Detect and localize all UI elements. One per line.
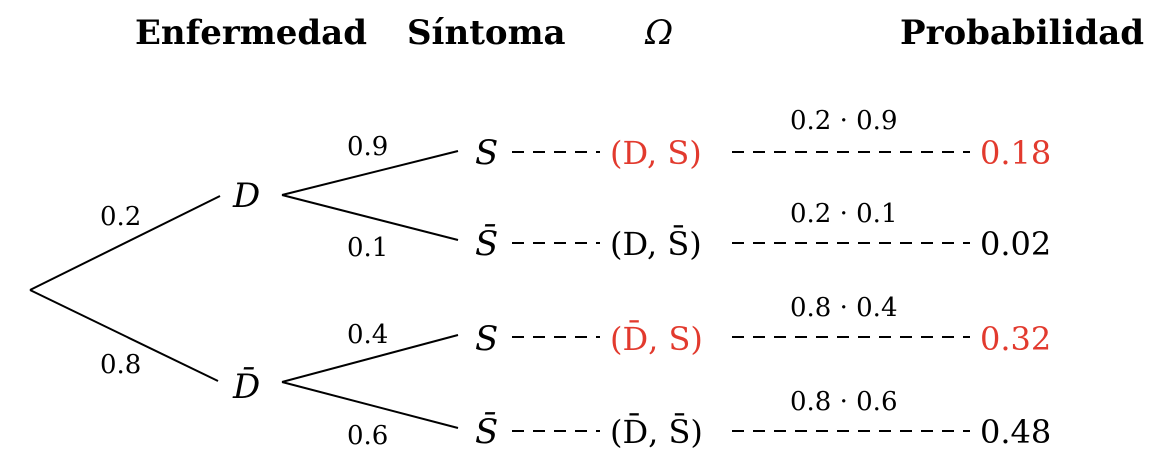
branch-prob-1: 0.9 — [347, 132, 388, 162]
branch-prob-d: 0.2 — [100, 202, 141, 232]
result-2: 0.02 — [980, 225, 1051, 263]
result-4: 0.48 — [980, 413, 1051, 451]
branch-root-to-dbar — [29, 289, 219, 382]
branch-prob-dbar: 0.8 — [100, 350, 141, 380]
branch-d-to-s — [281, 150, 459, 196]
header-probability: Probabilidad — [900, 13, 1144, 53]
header-omega: Ω — [644, 13, 673, 53]
product-3: 0.8 · 0.4 — [790, 293, 898, 323]
product-1: 0.2 · 0.9 — [790, 106, 898, 136]
product-2: 0.2 · 0.1 — [790, 199, 898, 229]
event-1: (D, S) — [610, 134, 702, 172]
header-symptom: Síntoma — [407, 13, 566, 53]
result-1: 0.18 — [980, 134, 1051, 172]
result-3: 0.32 — [980, 320, 1051, 358]
leaf-symptom-2: S̄ — [475, 223, 498, 264]
branch-dbar-to-s — [281, 334, 459, 383]
leaf-symptom-4: S̄ — [475, 411, 498, 452]
branch-d-to-sbar — [281, 194, 459, 241]
branch-root-to-d — [29, 195, 221, 291]
event-4: (D̄, S̄) — [610, 413, 703, 451]
node-d: D — [232, 176, 260, 216]
node-dbar: D̄ — [232, 366, 260, 407]
product-4: 0.8 · 0.6 — [790, 387, 898, 417]
branch-prob-3: 0.4 — [347, 320, 388, 350]
header-disease: Enfermedad — [135, 13, 367, 53]
branch-prob-2: 0.1 — [347, 233, 388, 263]
event-2: (D, S̄) — [610, 225, 702, 263]
leaf-symptom-1: S — [475, 133, 498, 173]
leaf-symptom-3: S — [475, 319, 498, 359]
event-3: (D̄, S) — [610, 320, 703, 358]
branch-dbar-to-sbar — [281, 381, 459, 429]
branch-prob-4: 0.6 — [347, 421, 388, 451]
